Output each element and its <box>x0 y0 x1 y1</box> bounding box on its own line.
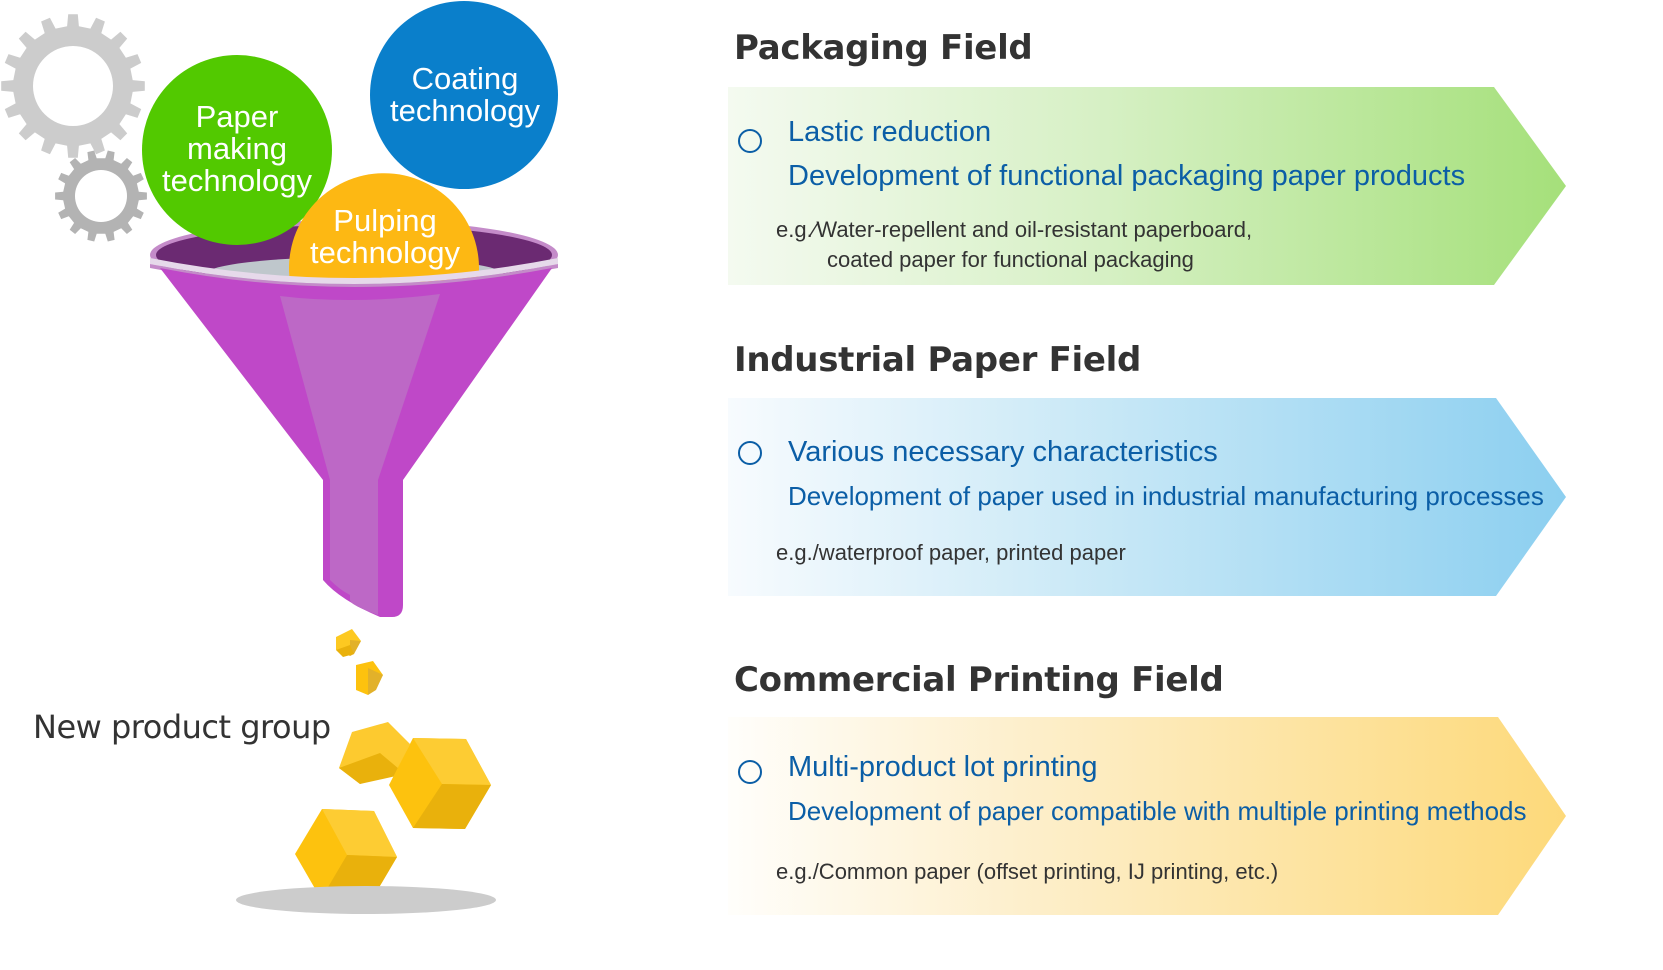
cube-small <box>356 661 383 695</box>
bubble-label-coating: Coating technology <box>370 63 560 127</box>
bubble-line: Paper <box>195 99 279 134</box>
bullet-circle-icon <box>738 760 762 784</box>
gear-shape <box>55 150 147 242</box>
bubble-label-pulping: Pulping technology <box>290 205 480 269</box>
field-heading: Lastic reduction <box>788 116 992 148</box>
field-title-packaging: Packaging Field <box>734 28 1033 68</box>
field-subheading: Development of functional packaging pape… <box>788 160 1466 192</box>
cube-small-top <box>336 629 361 657</box>
bullet-circle-icon <box>738 129 762 153</box>
bubble-line: technology <box>390 93 540 128</box>
field-title-industrial: Industrial Paper Field <box>734 340 1142 380</box>
field-subheading: Development of paper compatible with mul… <box>788 796 1527 826</box>
field-example: e.g./Common paper (offset printing, IJ p… <box>776 859 1279 884</box>
cube-large-bottom <box>295 809 397 901</box>
ground-shadow <box>236 886 496 914</box>
funnel-lip <box>150 258 558 284</box>
field-example: coated paper for functional packaging <box>827 247 1194 272</box>
bubble-pulping <box>289 173 479 282</box>
field-heading: Multi-product lot printing <box>788 751 1098 783</box>
bubble-line: Pulping <box>333 203 437 238</box>
field-example: e.g.∕Water-repellent and oil-resistant p… <box>776 217 1253 242</box>
field-arrow-commercial <box>728 717 1568 915</box>
bubble-line: technology <box>310 235 460 270</box>
field-arrow-packaging <box>728 87 1568 285</box>
field-arrow-industrial <box>728 398 1568 596</box>
field-title-commercial: Commercial Printing Field <box>734 660 1224 700</box>
small-gear-icon <box>55 150 147 242</box>
field-heading: Various necessary characteristics <box>788 436 1218 468</box>
bubble-line: technology <box>162 163 312 198</box>
bullet-circle-icon <box>738 441 762 465</box>
funnel-illustration <box>1 1 558 914</box>
field-subheading: Development of paper used in industrial … <box>788 481 1544 511</box>
bubble-coating <box>370 1 558 189</box>
field-example: e.g./waterproof paper, printed paper <box>776 540 1126 565</box>
new-product-group-label: New product group <box>33 708 331 746</box>
large-gear-icon <box>1 14 145 158</box>
funnel-highlight <box>280 294 440 615</box>
cube-large-right <box>389 738 491 829</box>
bubble-label-paper-making: Paper making technology <box>142 101 332 197</box>
cube-medium <box>339 722 410 784</box>
bubble-paper-making <box>142 55 332 245</box>
bubble-line: making <box>187 131 287 166</box>
bubble-line: Coating <box>411 61 519 96</box>
gear-shape <box>1 14 145 158</box>
